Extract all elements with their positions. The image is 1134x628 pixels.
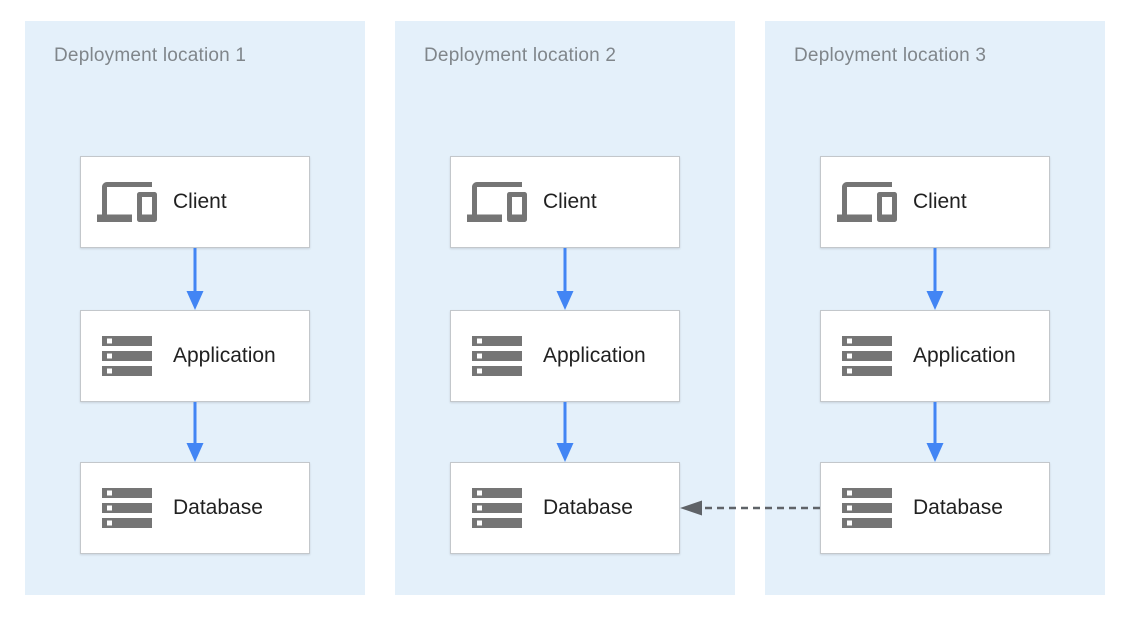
devices-icon [837, 172, 897, 232]
devices-icon [97, 172, 157, 232]
node-label: Application [543, 344, 646, 367]
application-node: Application [80, 310, 310, 402]
node-label: Database [173, 496, 263, 519]
node-label: Application [913, 344, 1016, 367]
zone-title: Deployment location 3 [794, 45, 987, 66]
arrow-application-to-database [926, 402, 944, 462]
storage-icon [837, 326, 897, 386]
zone-title: Deployment location 2 [424, 45, 617, 66]
arrow-client-to-application [926, 248, 944, 310]
storage-icon [467, 478, 527, 538]
client-node: Client [80, 156, 310, 248]
zone-title: Deployment location 1 [54, 45, 247, 66]
client-node: Client [820, 156, 1050, 248]
node-label: Database [913, 496, 1003, 519]
node-label: Application [173, 344, 276, 367]
database-node: Database [80, 462, 310, 554]
node-label: Client [543, 190, 597, 213]
arrow-client-to-application [556, 248, 574, 310]
devices-icon [467, 172, 527, 232]
node-label: Client [173, 190, 227, 213]
deployment-location-2-zone: Deployment location 2 Client Application [395, 21, 735, 595]
storage-icon [97, 326, 157, 386]
replication-arrow-database3-to-database2 [680, 500, 820, 516]
storage-icon [97, 478, 157, 538]
database-node: Database [820, 462, 1050, 554]
client-node: Client [450, 156, 680, 248]
storage-icon [837, 478, 897, 538]
deployment-location-1-zone: Deployment location 1 Client Application [25, 21, 365, 595]
application-node: Application [820, 310, 1050, 402]
application-node: Application [450, 310, 680, 402]
node-label: Client [913, 190, 967, 213]
storage-icon [467, 326, 527, 386]
node-label: Database [543, 496, 633, 519]
database-node: Database [450, 462, 680, 554]
arrow-application-to-database [556, 402, 574, 462]
arrow-client-to-application [186, 248, 204, 310]
deployment-location-3-zone: Deployment location 3 Client Application [765, 21, 1105, 595]
arrow-application-to-database [186, 402, 204, 462]
